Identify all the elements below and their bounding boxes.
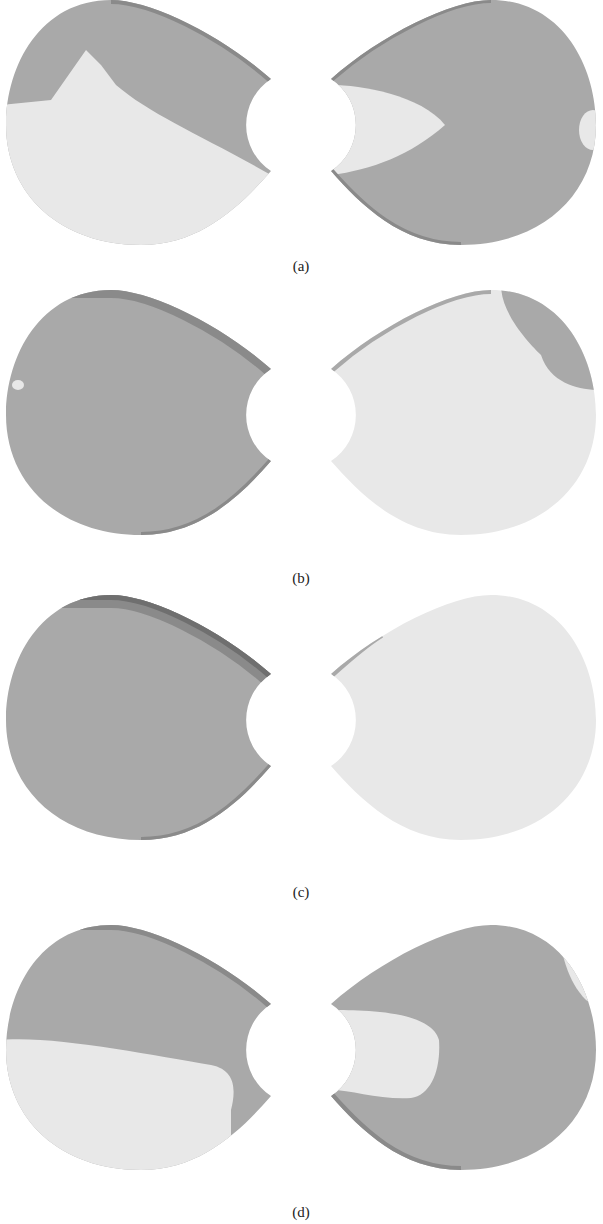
panel-label: (b) [292,570,310,587]
right-lobe [311,0,603,265]
panel-label: (c) [293,884,310,901]
right-lobe [311,275,603,555]
right-lobe [311,910,603,1190]
left-lobe [0,0,291,325]
left-lobe [0,910,291,1224]
left-lobe [0,275,291,555]
panel-label: (a) [293,258,310,275]
panel-label: (d) [292,1204,310,1221]
right-lobe [311,580,603,860]
left-lobe [0,580,291,860]
